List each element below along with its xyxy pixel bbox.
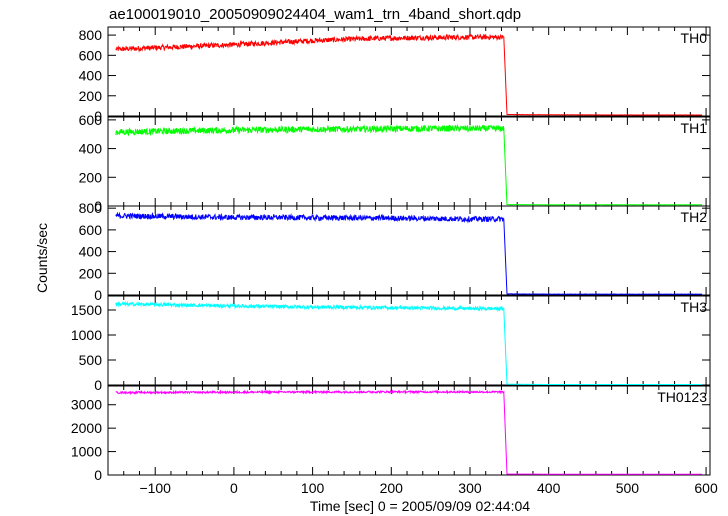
y-tick-label: 0: [94, 377, 102, 393]
panel-frame-th0: [107, 26, 711, 117]
panel-frame-th3: [107, 295, 711, 386]
y-tick-label: 400: [79, 244, 103, 260]
y-tick-label: 600: [79, 47, 103, 63]
y-tick-label: 800: [79, 27, 103, 43]
x-tick-label: −100: [139, 480, 171, 496]
series-line-th0: [115, 33, 703, 116]
x-tick-label: 100: [301, 480, 325, 496]
y-tick-label: 0: [94, 467, 102, 483]
y-tick-label: 2000: [71, 420, 102, 436]
y-tick-label: 200: [79, 265, 103, 281]
panel-label-th1: TH1: [681, 120, 708, 136]
panel-label-th2: TH2: [681, 209, 708, 225]
y-tick-label: 400: [79, 68, 103, 84]
y-tick-label: 800: [79, 200, 103, 216]
x-tick-label: 300: [458, 480, 482, 496]
y-tick-label: 1000: [71, 444, 102, 460]
panel-frame-th0123: [107, 385, 711, 476]
chart-title: ae100019010_20050909024404_wam1_trn_4ban…: [109, 6, 521, 23]
y-tick-label: 500: [79, 352, 103, 368]
x-tick-label: 400: [537, 480, 561, 496]
y-tick-label: 1000: [71, 327, 102, 343]
y-tick-label: 3000: [71, 397, 102, 413]
x-axis-label: Time [sec] 0 = 2005/09/09 02:44:04: [310, 498, 530, 514]
x-tick-label: 200: [380, 480, 404, 496]
y-tick-label: 600: [79, 112, 103, 128]
series-line-th2: [115, 211, 703, 295]
y-tick-label: 200: [79, 169, 103, 185]
x-tick-label: 600: [694, 480, 718, 496]
series-line-th1: [115, 123, 703, 206]
y-tick-label: 400: [79, 141, 103, 157]
panel-label-th0123: TH0123: [657, 389, 707, 405]
y-tick-label: 0: [94, 108, 102, 124]
x-tick-label: 0: [230, 480, 238, 496]
series-line-th0123: [115, 389, 703, 475]
panel-label-th0: TH0: [681, 30, 708, 46]
y-tick-label: 0: [94, 287, 102, 303]
y-tick-label: 0: [94, 198, 102, 214]
y-axis-label: Counts/sec: [34, 223, 50, 293]
y-tick-label: 1500: [71, 302, 102, 318]
series-line-th3: [115, 300, 703, 386]
y-tick-label: 600: [79, 222, 103, 238]
panel-frame-th2: [107, 205, 711, 296]
panel-label-th3: TH3: [681, 299, 708, 315]
x-tick-label: 500: [616, 480, 640, 496]
y-tick-label: 200: [79, 88, 103, 104]
